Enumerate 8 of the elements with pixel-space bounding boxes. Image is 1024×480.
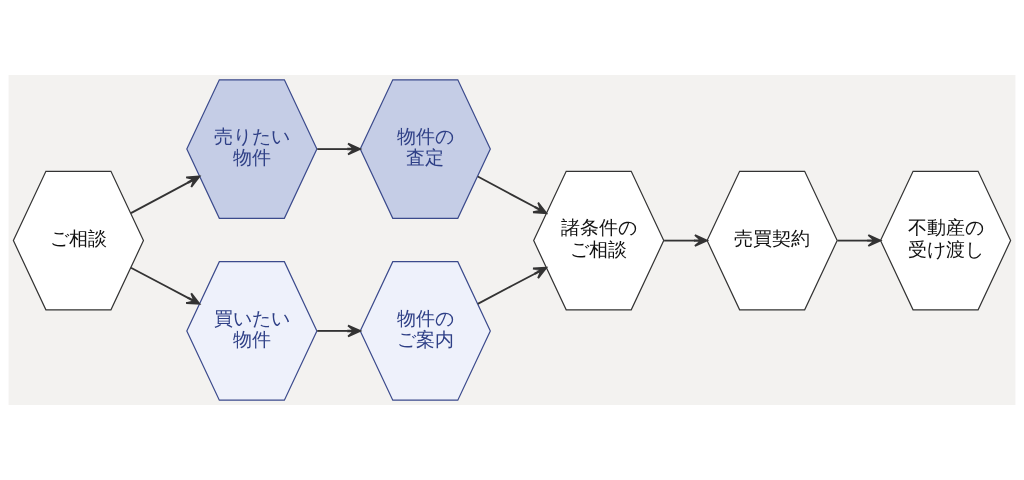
arrow [476,175,548,215]
arrow [316,324,362,338]
arrow [836,234,882,247]
arrow [130,175,201,215]
arrow [316,142,362,156]
arrow [476,266,548,305]
arrow [130,266,201,305]
arrow [663,234,708,247]
